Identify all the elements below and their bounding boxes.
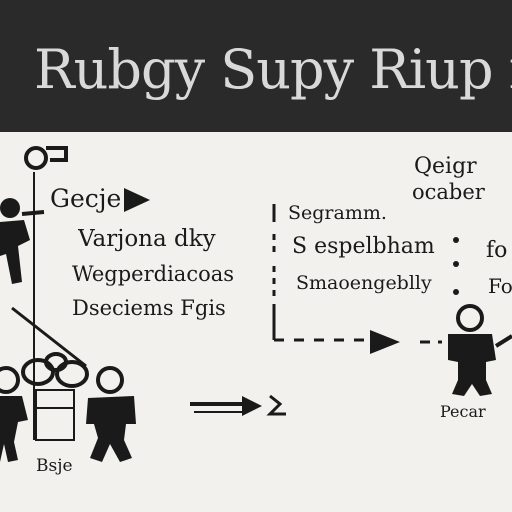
person-figure-icon (448, 304, 512, 396)
left-line-2: Wegperdiacoas (72, 262, 235, 286)
right-item-1: Segramm. (288, 202, 387, 224)
header-bar: Rubgy Supy Riup in (0, 0, 512, 132)
right-item-2: S espelbham (292, 234, 435, 259)
left-bottom-label: Bsje (36, 456, 73, 476)
player-figure-right-icon (86, 366, 136, 462)
climbing-figure-icon (0, 198, 45, 284)
right-figure-label: Pecar (440, 402, 486, 421)
right-item-3-suffix: Fo (488, 274, 512, 298)
left-line-1: Varjona dky (78, 226, 216, 252)
left-line-3: Dseciems Fgis (72, 296, 226, 320)
header-title: Rubgy Supy Riup in (34, 38, 512, 101)
right-heading-line-1: Qeigr (414, 154, 477, 179)
right-item-2-suffix: fo (486, 238, 508, 263)
flow-arrow-head-icon (370, 330, 400, 354)
flow-connector (272, 204, 442, 344)
rings-icon (21, 352, 89, 388)
separator-dots (453, 237, 459, 295)
right-arrow-icon (124, 188, 150, 212)
whistle-icon (24, 146, 68, 170)
diagonal-pole (11, 306, 87, 368)
bottom-arrow-icon (190, 394, 286, 416)
bench-frame (35, 389, 75, 441)
right-item-3: Smaoengeblly (296, 272, 432, 294)
right-heading-line-2: ocaber (412, 180, 485, 204)
player-figure-left-icon (0, 366, 28, 462)
left-top-label: Gecje (50, 184, 122, 213)
